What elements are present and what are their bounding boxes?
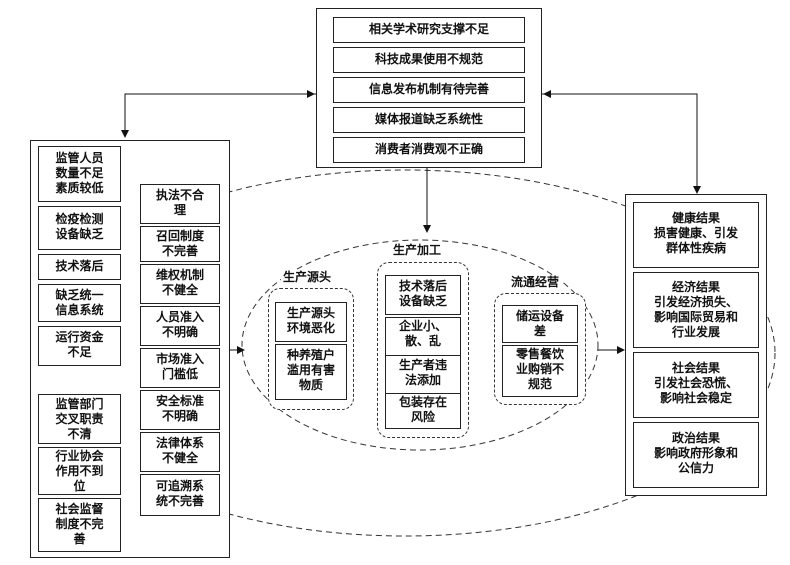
left-inner-7-label: 法律体系 不健全	[155, 436, 204, 465]
top-cause-2	[333, 47, 525, 73]
left-outer-2	[38, 206, 121, 250]
left-inner-3-label: 维权机制 不健全	[155, 268, 204, 297]
left-inner-8-label: 可追溯系 统不完善	[155, 479, 204, 508]
left-outer-3	[38, 254, 121, 280]
left-inner-5-label: 市场准入 门槛低	[155, 352, 204, 381]
production-processing-item-3-label: 生产者违 法添加	[398, 358, 447, 387]
production-source-item-1-label: 生产源头 环境恶化	[286, 306, 335, 335]
left-outer-8-label: 社会监督 制度不完 善	[55, 502, 104, 546]
production-source-title: 生产源头	[281, 270, 334, 284]
production-processing-item-1-label: 技术落后 设备缺乏	[398, 279, 447, 308]
circulation-item-2-label: 零售餐饮 业购销不 规范	[515, 347, 564, 391]
top-cause-4-label: 媒体报道缺乏系统性	[374, 112, 483, 126]
top-right-connector	[542, 93, 701, 194]
left-outer-4-label: 缺乏统一 信息系统	[55, 288, 104, 317]
left-inner-8	[140, 474, 220, 516]
production-source-item-2-label: 种养殖户 滥用有害 物质	[286, 348, 335, 392]
left-inner-6	[140, 390, 220, 430]
left-inner-2-label: 召回制度 不完善	[155, 229, 204, 258]
left-outer-7	[38, 447, 121, 495]
circulation-item-2	[502, 345, 578, 397]
left-outer-6	[38, 394, 121, 444]
top-left-connector	[121, 93, 316, 138]
circulation-title: 流通经营	[509, 275, 562, 289]
top-cause-2-label: 科技成果使用不规范	[374, 52, 483, 66]
left-outer-5	[38, 326, 121, 366]
left-outer-7-label: 行业协会 作用不到 位	[55, 449, 104, 493]
left-outer-2-label: 检疫检测 设备缺乏	[55, 212, 104, 241]
top-cause-4	[333, 107, 525, 133]
production-processing-item-4	[385, 393, 461, 429]
circulation-item-1-label: 储运设备 差	[515, 309, 564, 338]
production-processing-item-1	[385, 275, 461, 315]
top-cause-1-label: 相关学术研究支撑不足	[368, 22, 489, 36]
left-outer-4	[38, 284, 121, 322]
result-health-label: 健康结果 损害健康、引发 群体性疾病	[653, 211, 738, 255]
result-social-label: 社会结果 引发社会恐慌、 影响社会稳定	[653, 361, 738, 405]
production-processing-item-2-label: 企业小、 散、乱	[398, 319, 447, 348]
result-economic	[633, 272, 759, 348]
left-outer-3-label: 技术落后	[55, 259, 104, 273]
left-outer-1	[38, 146, 121, 202]
left-outer-5-label: 运行资金 不足	[55, 330, 104, 359]
left-inner-4	[140, 306, 220, 346]
result-political-label: 政治结果 影响政府形象和 公信力	[653, 431, 738, 475]
result-political	[633, 422, 759, 488]
left-inner-4-label: 人员准入 不明确	[155, 310, 204, 339]
top-cause-5-label: 消费者消费观不正确	[374, 142, 483, 156]
left-inner-1	[140, 184, 220, 224]
result-health	[633, 202, 759, 268]
top-cause-3-label: 信息发布机制有待完善	[368, 82, 489, 96]
left-inner-3	[140, 264, 220, 304]
production-processing-item-4-label: 包装存在 风险	[398, 395, 447, 424]
left-outer-1-label: 监管人员 数量不足 素质较低	[55, 151, 104, 195]
production-processing-item-2	[385, 317, 461, 357]
left-inner-7	[140, 432, 220, 472]
top-cause-1	[333, 17, 525, 43]
left-inner-1-label: 执法不合 理	[155, 188, 204, 217]
left-inner-2	[140, 226, 220, 262]
top-cause-5	[333, 137, 525, 163]
left-outer-8	[38, 498, 121, 552]
production-source-item-2	[275, 344, 347, 400]
production-processing-title: 生产加工	[391, 243, 444, 257]
left-inner-5	[140, 348, 220, 388]
result-social	[633, 352, 759, 418]
top-cause-3	[333, 77, 525, 103]
production-source-item-1	[275, 302, 347, 342]
chain-dashed-ellipse	[241, 239, 599, 451]
left-inner-6-label: 安全标准 不明确	[155, 394, 204, 423]
circulation-item-1	[502, 305, 578, 343]
result-economic-label: 经济结果 引发经济损失、 影响国际贸易和 行业发展	[653, 280, 738, 339]
left-outer-6-label: 监管部门 交叉职责 不清	[55, 397, 104, 441]
